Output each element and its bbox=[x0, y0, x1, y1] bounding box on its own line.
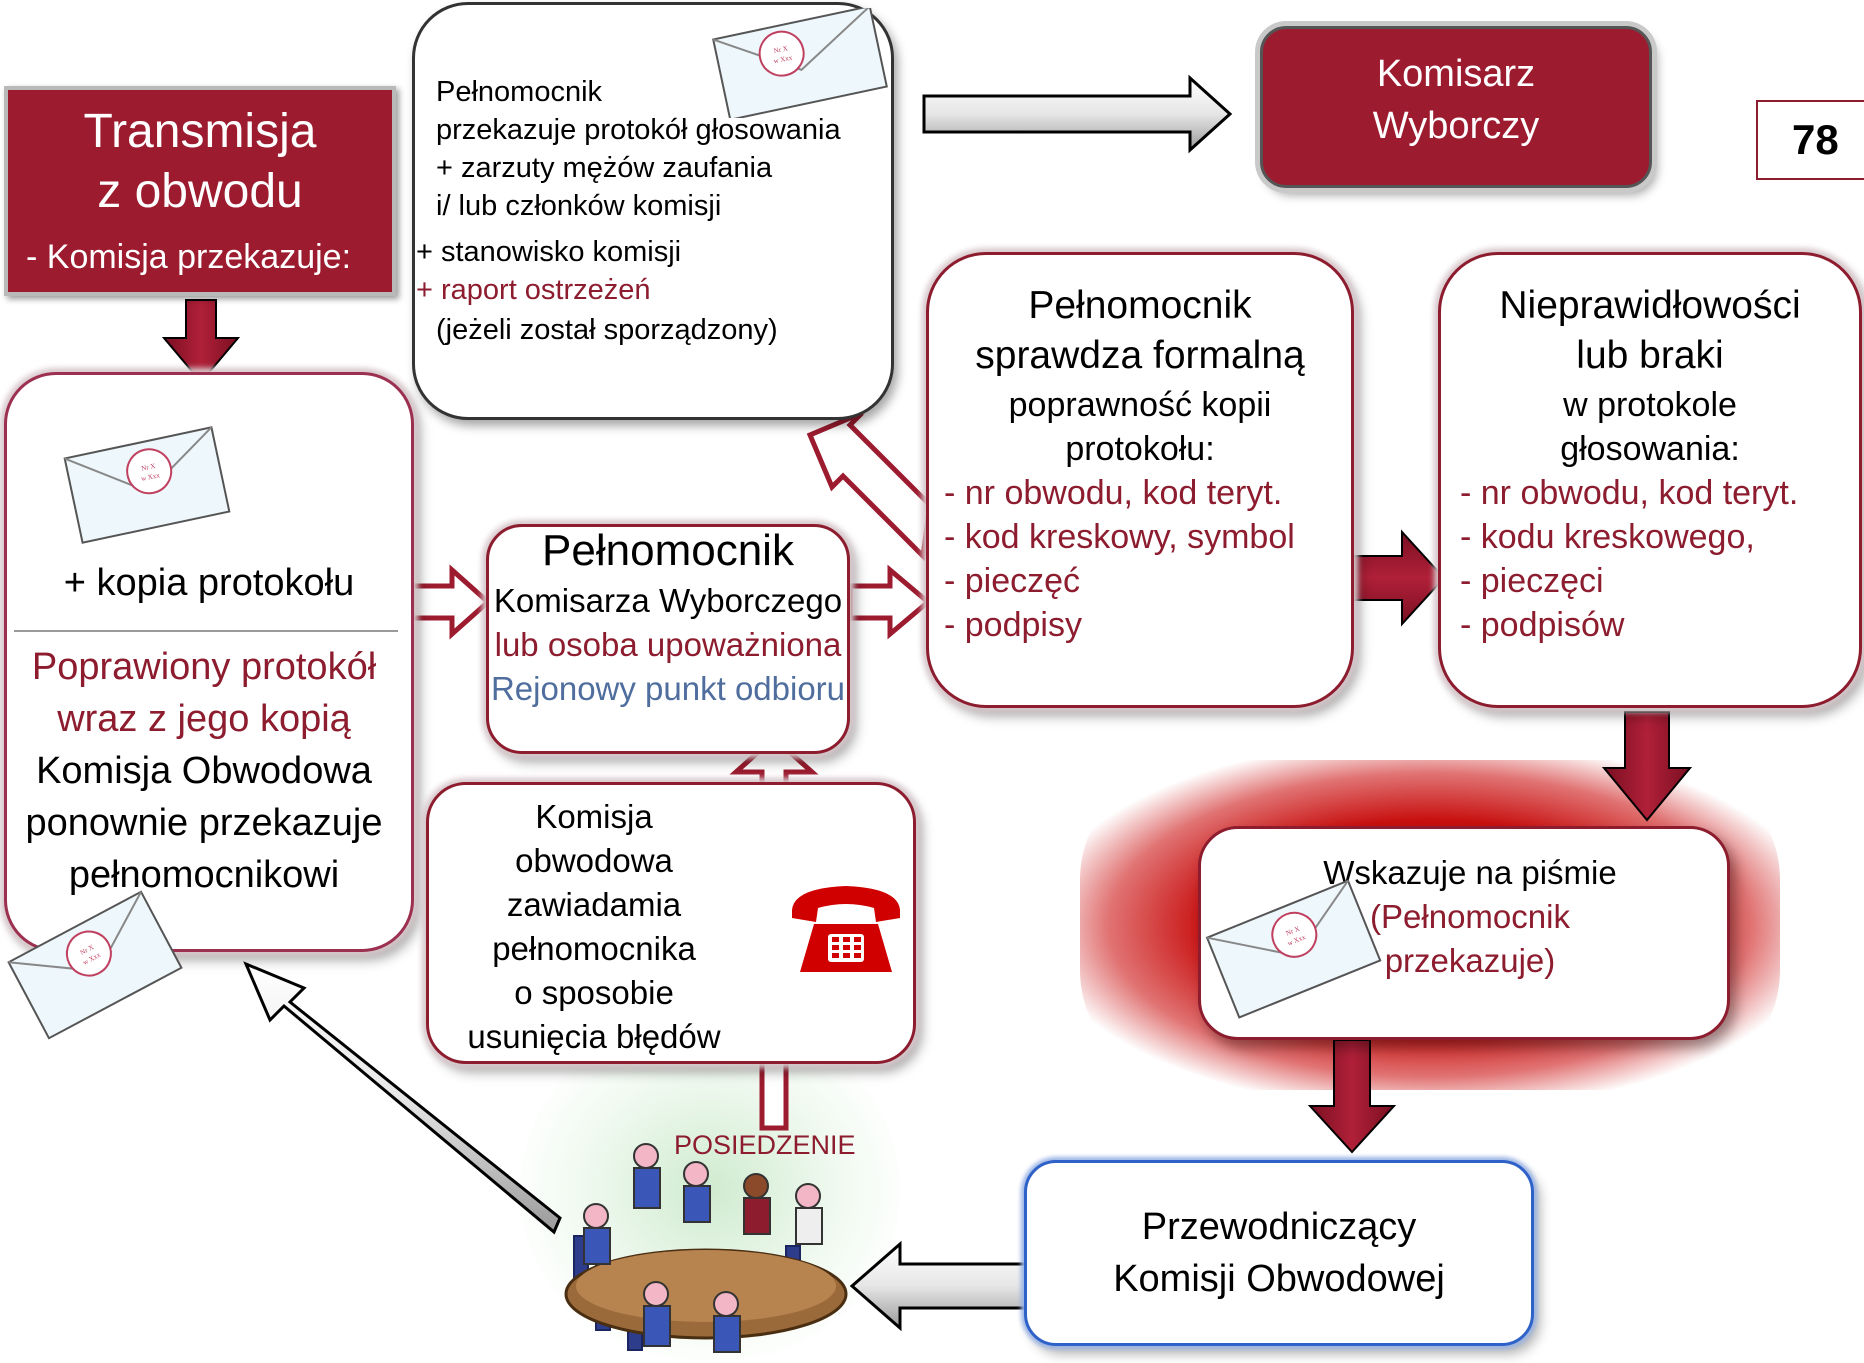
stamp-line2: w Xxx bbox=[773, 54, 794, 66]
meeting-label: POSIEDZENIE bbox=[674, 1130, 856, 1160]
irreg-item: - pieczęci bbox=[1460, 562, 1604, 600]
notify-line2: obwodowa bbox=[515, 842, 673, 879]
arrow-check-to-irreg bbox=[1351, 529, 1446, 627]
check-item: - podpisy bbox=[944, 606, 1082, 644]
left-divider bbox=[14, 630, 398, 632]
irreg-item: - nr obwodu, kod teryt. bbox=[1460, 474, 1799, 512]
envelope-icon: Nr X w Xxx bbox=[52, 420, 242, 550]
arrow-left-to-mid bbox=[409, 564, 492, 640]
notify-line5: o sposobie bbox=[514, 974, 674, 1011]
transmisja-header: Transmisja z obwodu - Komisja przekazuje… bbox=[4, 86, 396, 296]
check-item: - nr obwodu, kod teryt. bbox=[944, 474, 1283, 512]
arrow-check-to-top bbox=[806, 410, 933, 562]
irreg-line3: w protokole bbox=[1563, 386, 1737, 424]
mid-line4: Rejonowy punkt odbioru bbox=[490, 670, 846, 707]
irreg-line2: lub braki bbox=[1576, 334, 1724, 377]
envelope-icon: Nr X w Xxx bbox=[700, 8, 900, 118]
chair-line1: Przewodniczący bbox=[1141, 1206, 1417, 1248]
top-line1: Pełnomocnik bbox=[436, 76, 603, 108]
top-line5: + stanowisko komisji bbox=[416, 236, 682, 268]
left-line3: Komisja Obwodowa bbox=[36, 750, 372, 792]
left-red1: Poprawiony protokół bbox=[31, 646, 377, 688]
meeting-table-icon bbox=[556, 1126, 856, 1362]
page-number: 78 bbox=[1792, 116, 1839, 163]
transmisja-line1: Transmisja bbox=[83, 105, 317, 158]
stamp-line1: Nr X bbox=[141, 462, 157, 473]
page-number-box: 78 bbox=[1756, 100, 1864, 180]
transmisja-line2: z obwodu bbox=[97, 165, 303, 218]
irreg-line4: głosowania: bbox=[1560, 430, 1740, 468]
transmisja-line3: - Komisja przekazuje: bbox=[26, 238, 352, 276]
top-line3: + zarzuty mężów zaufania bbox=[436, 152, 773, 184]
check-item: - kod kreskowy, symbol bbox=[944, 518, 1295, 556]
irregularities-box bbox=[1438, 252, 1862, 708]
mid-line3: lub osoba upoważniona bbox=[494, 626, 842, 663]
writing-line3: przekazuje) bbox=[1384, 942, 1556, 979]
mid-title: Pełnomocnik bbox=[542, 526, 794, 575]
komisarz-line2: Wyborczy bbox=[1372, 105, 1540, 147]
left-line4: ponownie przekazuje bbox=[25, 802, 383, 844]
top-line4: i/ lub członków komisji bbox=[436, 190, 722, 222]
envelope-icon: Nr X w Xxx bbox=[0, 880, 190, 1050]
writing-line1: Wskazuje na piśmie bbox=[1323, 854, 1617, 891]
telephone-icon bbox=[784, 872, 908, 990]
arrow-irreg-down bbox=[1601, 711, 1693, 822]
writing-line2: (Pełnomocnik bbox=[1370, 898, 1570, 935]
notify-line1: Komisja bbox=[535, 798, 653, 835]
arrow-to-komisarz bbox=[922, 74, 1233, 154]
notify-line6: usunięcia błędów bbox=[467, 1018, 721, 1055]
check-line1: Pełnomocnik bbox=[1028, 284, 1252, 327]
formal-check-box bbox=[926, 252, 1354, 708]
check-line3: poprawność kopii bbox=[1008, 386, 1272, 424]
check-line2: sprawdza formalną bbox=[975, 334, 1305, 377]
notify-line3: zawiadamia bbox=[506, 886, 682, 923]
check-line4: protokołu: bbox=[1065, 430, 1215, 468]
stamp-line2: w Xxx bbox=[140, 471, 161, 483]
notify-line4: pełnomocnika bbox=[492, 930, 696, 967]
check-item: - pieczęć bbox=[944, 562, 1081, 600]
irreg-item: - podpisów bbox=[1460, 606, 1625, 644]
chair-line2: Komisji Obwodowej bbox=[1113, 1258, 1445, 1300]
arrow-meeting-to-left bbox=[243, 961, 562, 1235]
arrow-writing-down bbox=[1307, 1039, 1397, 1154]
top-line7: (jeżeli został sporządzony) bbox=[436, 314, 778, 346]
stamp-line1: Nr X bbox=[773, 44, 789, 55]
mid-line2: Komisarza Wyborczego bbox=[493, 582, 843, 619]
left-line5: pełnomocnikowi bbox=[68, 854, 340, 896]
komisarz-line1: Komisarz bbox=[1376, 53, 1536, 95]
arrow-mid-to-check bbox=[847, 564, 932, 640]
komisarz-box: Komisarz Wyborczy bbox=[1260, 26, 1652, 188]
left-copy-label: + kopia protokołu bbox=[63, 562, 355, 604]
irreg-line1: Nieprawidłowości bbox=[1499, 284, 1801, 327]
plenipotentiary-box bbox=[486, 524, 850, 754]
chairperson-box bbox=[1024, 1160, 1534, 1346]
top-line6: + raport ostrzeżeń bbox=[416, 274, 651, 306]
top-line2: przekazuje protokół głosowania bbox=[436, 114, 841, 146]
arrow-transmisja-down bbox=[161, 299, 241, 384]
envelope-icon: Nr X w Xxx bbox=[1196, 870, 1392, 1030]
left-red2: wraz z jego kopią bbox=[57, 698, 351, 740]
irreg-item: - kodu kreskowego, bbox=[1460, 518, 1755, 556]
